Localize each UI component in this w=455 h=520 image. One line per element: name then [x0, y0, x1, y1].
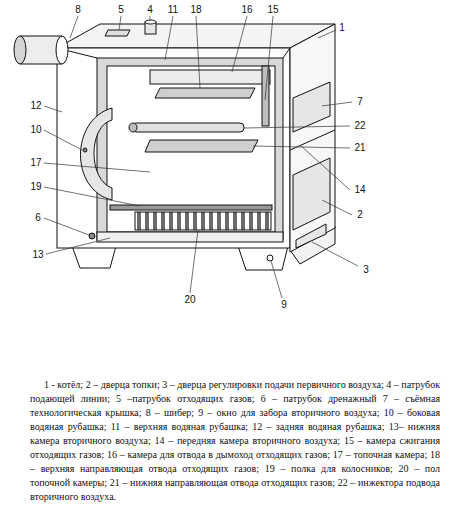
damper-pipe-8 — [56, 36, 68, 64]
callout-number: 6 — [34, 213, 42, 223]
damper-pipe-8 — [20, 36, 62, 37]
callout-number: 5 — [117, 5, 125, 15]
callout-number: 7 — [356, 97, 364, 107]
inner-chamber — [107, 66, 275, 232]
callout-number: 1 — [338, 23, 346, 33]
callout-number: 18 — [189, 5, 202, 15]
injector-22 — [132, 123, 244, 132]
callout-number: 20 — [183, 295, 196, 305]
injector-end — [129, 123, 137, 132]
jacket-edge — [283, 48, 290, 58]
boiler-leg — [238, 246, 288, 270]
callout-number: 21 — [353, 143, 366, 153]
leader-lines — [44, 16, 358, 298]
callout-number: 2 — [356, 210, 364, 220]
chamber-16 — [150, 70, 270, 84]
pipe-5 — [105, 30, 130, 36]
legend-caption: 1 - котёл; 2 – дверца топки; 3 – дверца … — [30, 378, 440, 504]
callout-number: 15 — [266, 5, 279, 15]
pipe-4 — [145, 20, 156, 24]
boiler-illustration — [0, 0, 455, 370]
damper-pipe-8 — [20, 64, 62, 65]
drain-pipe-6 — [89, 233, 95, 239]
guide-21 — [145, 140, 258, 152]
callout-number: 19 — [29, 182, 42, 192]
front-face — [290, 24, 335, 252]
side-face — [57, 48, 290, 248]
damper-pipe-8 — [14, 36, 26, 64]
door-3 — [296, 224, 326, 248]
screw — [83, 148, 87, 152]
callout-number: 17 — [29, 158, 42, 168]
callout-number: 14 — [353, 185, 366, 195]
callout-number: 3 — [362, 265, 370, 275]
callout-number: 4 — [146, 5, 154, 15]
cover-7 — [293, 82, 330, 132]
callout-number: 16 — [240, 5, 253, 15]
callout-number: 11 — [167, 5, 179, 15]
guide-18 — [155, 88, 255, 98]
callout-number: 9 — [280, 300, 288, 310]
water-jacket — [97, 58, 283, 240]
chamber-13 — [97, 232, 283, 242]
door-2 — [293, 158, 330, 230]
callout-number: 12 — [29, 101, 42, 111]
shelf-19 — [110, 205, 272, 210]
window-9 — [267, 255, 273, 261]
callout-number: 8 — [74, 5, 82, 15]
callout-number: 13 — [31, 250, 44, 260]
callout-number: 22 — [353, 121, 366, 131]
side-jacket-10 — [81, 108, 113, 200]
grate-20 — [135, 212, 271, 230]
top-face — [57, 24, 335, 48]
callout-number: 10 — [29, 125, 42, 135]
boiler-leg — [72, 246, 116, 268]
